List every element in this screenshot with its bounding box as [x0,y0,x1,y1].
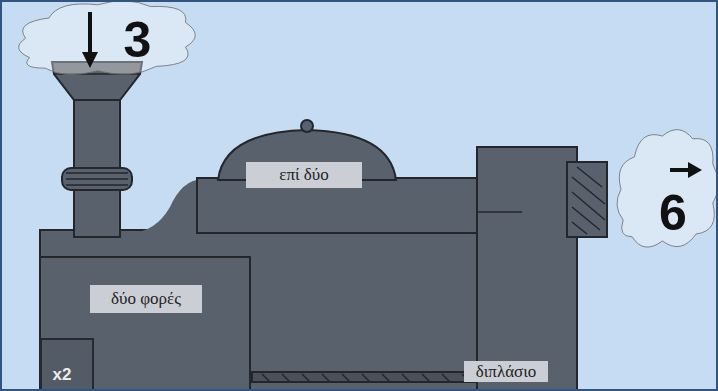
output-cloud: 6 [612,122,718,262]
label-text: δύο φορές [111,289,181,309]
label-text: διπλάσιο [476,362,537,382]
operation-label: επί δύο [246,162,362,188]
cloud-outline [10,0,205,84]
machine-number: 3 [124,11,152,69]
operation-label: διπλάσιο [464,361,548,382]
door-panel: x2 [40,338,94,391]
input-cloud: 3 [10,0,205,84]
operation-label: δύο φορές [90,285,202,313]
label-text: x2 [53,365,72,385]
label-text: επί δύο [279,165,328,185]
machine-number: 6 [659,184,687,242]
